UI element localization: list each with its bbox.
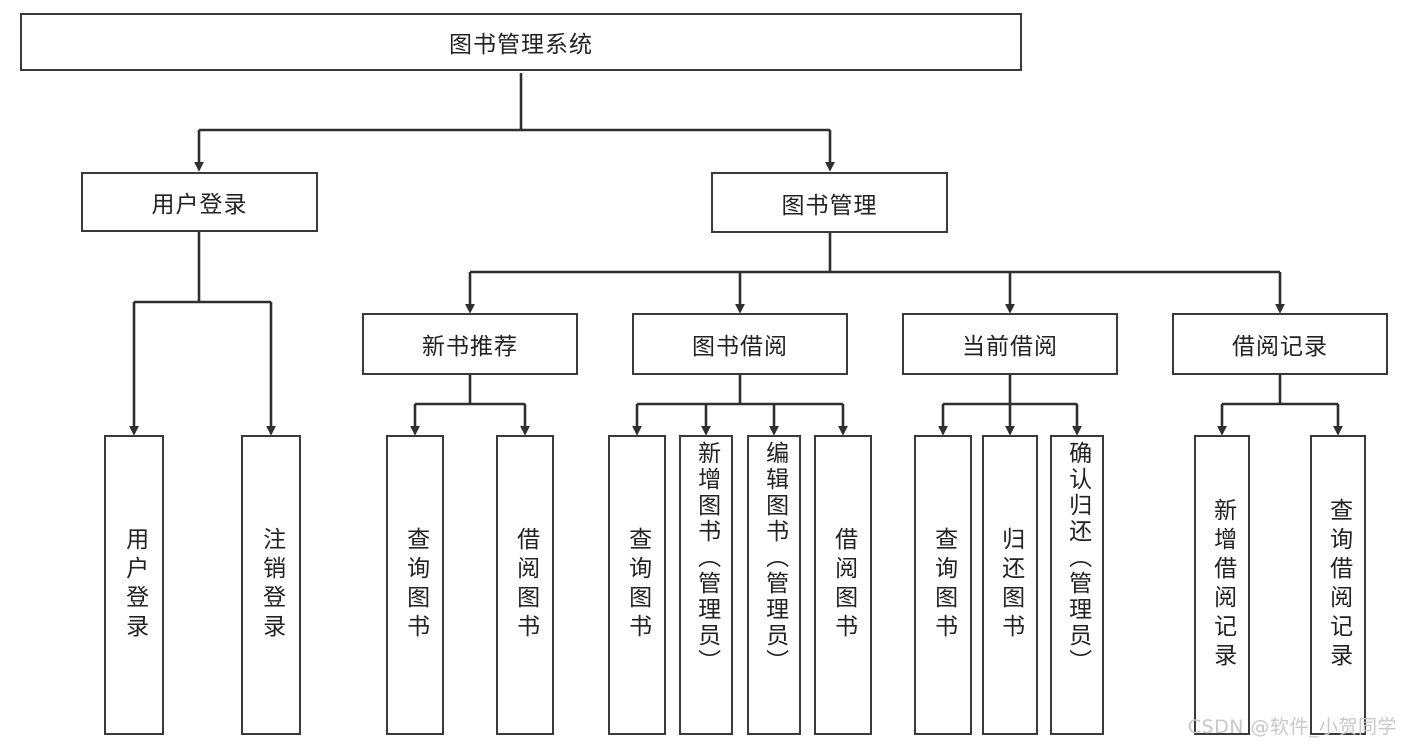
leaf-current-return-book[interactable]: 归还图书 <box>982 435 1038 735</box>
leaf-user-login-signout-label: 注销登录 <box>258 527 285 643</box>
csdn-watermark: CSDN @软件_小贺同学 <box>1187 716 1397 738</box>
node-borrow-records-label: 借阅记录 <box>1232 334 1328 360</box>
leaf-borrow-query-book-label: 查询图书 <box>624 527 651 643</box>
node-book-management[interactable]: 图书管理 <box>711 172 948 233</box>
node-book-borrow[interactable]: 图书借阅 <box>632 313 848 375</box>
leaf-current-query-book-label: 查询图书 <box>930 527 957 643</box>
leaf-current-query-book[interactable]: 查询图书 <box>914 435 972 735</box>
leaf-user-login-signin-label: 用户登录 <box>121 527 148 643</box>
node-user-login-label: 用户登录 <box>151 192 248 218</box>
node-borrow-records[interactable]: 借阅记录 <box>1172 313 1388 375</box>
leaf-borrow-edit-book[interactable]: 编辑图书（管理员） <box>747 435 801 735</box>
leaf-borrow-add-book-label: 新增图书（管理员） <box>693 441 720 675</box>
node-current-borrow[interactable]: 当前借阅 <box>902 313 1118 375</box>
leaf-new-book-query[interactable]: 查询图书 <box>386 435 444 735</box>
leaf-record-query[interactable]: 查询借阅记录 <box>1310 435 1366 735</box>
leaf-borrow-borrow-book[interactable]: 借阅图书 <box>814 435 872 735</box>
node-new-book-recommend[interactable]: 新书推荐 <box>362 313 578 375</box>
node-current-borrow-label: 当前借阅 <box>962 334 1058 360</box>
leaf-record-query-label: 查询借阅记录 <box>1325 498 1352 672</box>
node-book-management-label: 图书管理 <box>781 192 878 219</box>
node-user-login[interactable]: 用户登录 <box>81 172 318 232</box>
leaf-record-add[interactable]: 新增借阅记录 <box>1194 435 1250 735</box>
leaf-current-confirm-return-label: 确认归还（管理员） <box>1064 441 1091 675</box>
leaf-borrow-edit-book-label: 编辑图书（管理员） <box>761 441 788 675</box>
node-root-label: 图书管理系统 <box>449 32 593 58</box>
leaf-user-login-signout[interactable]: 注销登录 <box>241 435 301 735</box>
leaf-new-book-query-label: 查询图书 <box>402 527 429 643</box>
node-book-borrow-label: 图书借阅 <box>692 334 788 360</box>
leaf-borrow-borrow-book-label: 借阅图书 <box>830 527 857 643</box>
node-root[interactable]: 图书管理系统 <box>20 13 1022 71</box>
leaf-borrow-add-book[interactable]: 新增图书（管理员） <box>679 435 733 735</box>
leaf-current-confirm-return[interactable]: 确认归还（管理员） <box>1050 435 1104 735</box>
leaf-new-book-borrow-label: 借阅图书 <box>512 527 539 643</box>
leaf-new-book-borrow[interactable]: 借阅图书 <box>496 435 554 735</box>
leaf-record-add-label: 新增借阅记录 <box>1209 498 1236 672</box>
leaf-borrow-query-book[interactable]: 查询图书 <box>608 435 666 735</box>
leaf-current-return-book-label: 归还图书 <box>997 527 1024 643</box>
node-new-book-recommend-label: 新书推荐 <box>422 334 518 360</box>
leaf-user-login-signin[interactable]: 用户登录 <box>104 435 164 735</box>
